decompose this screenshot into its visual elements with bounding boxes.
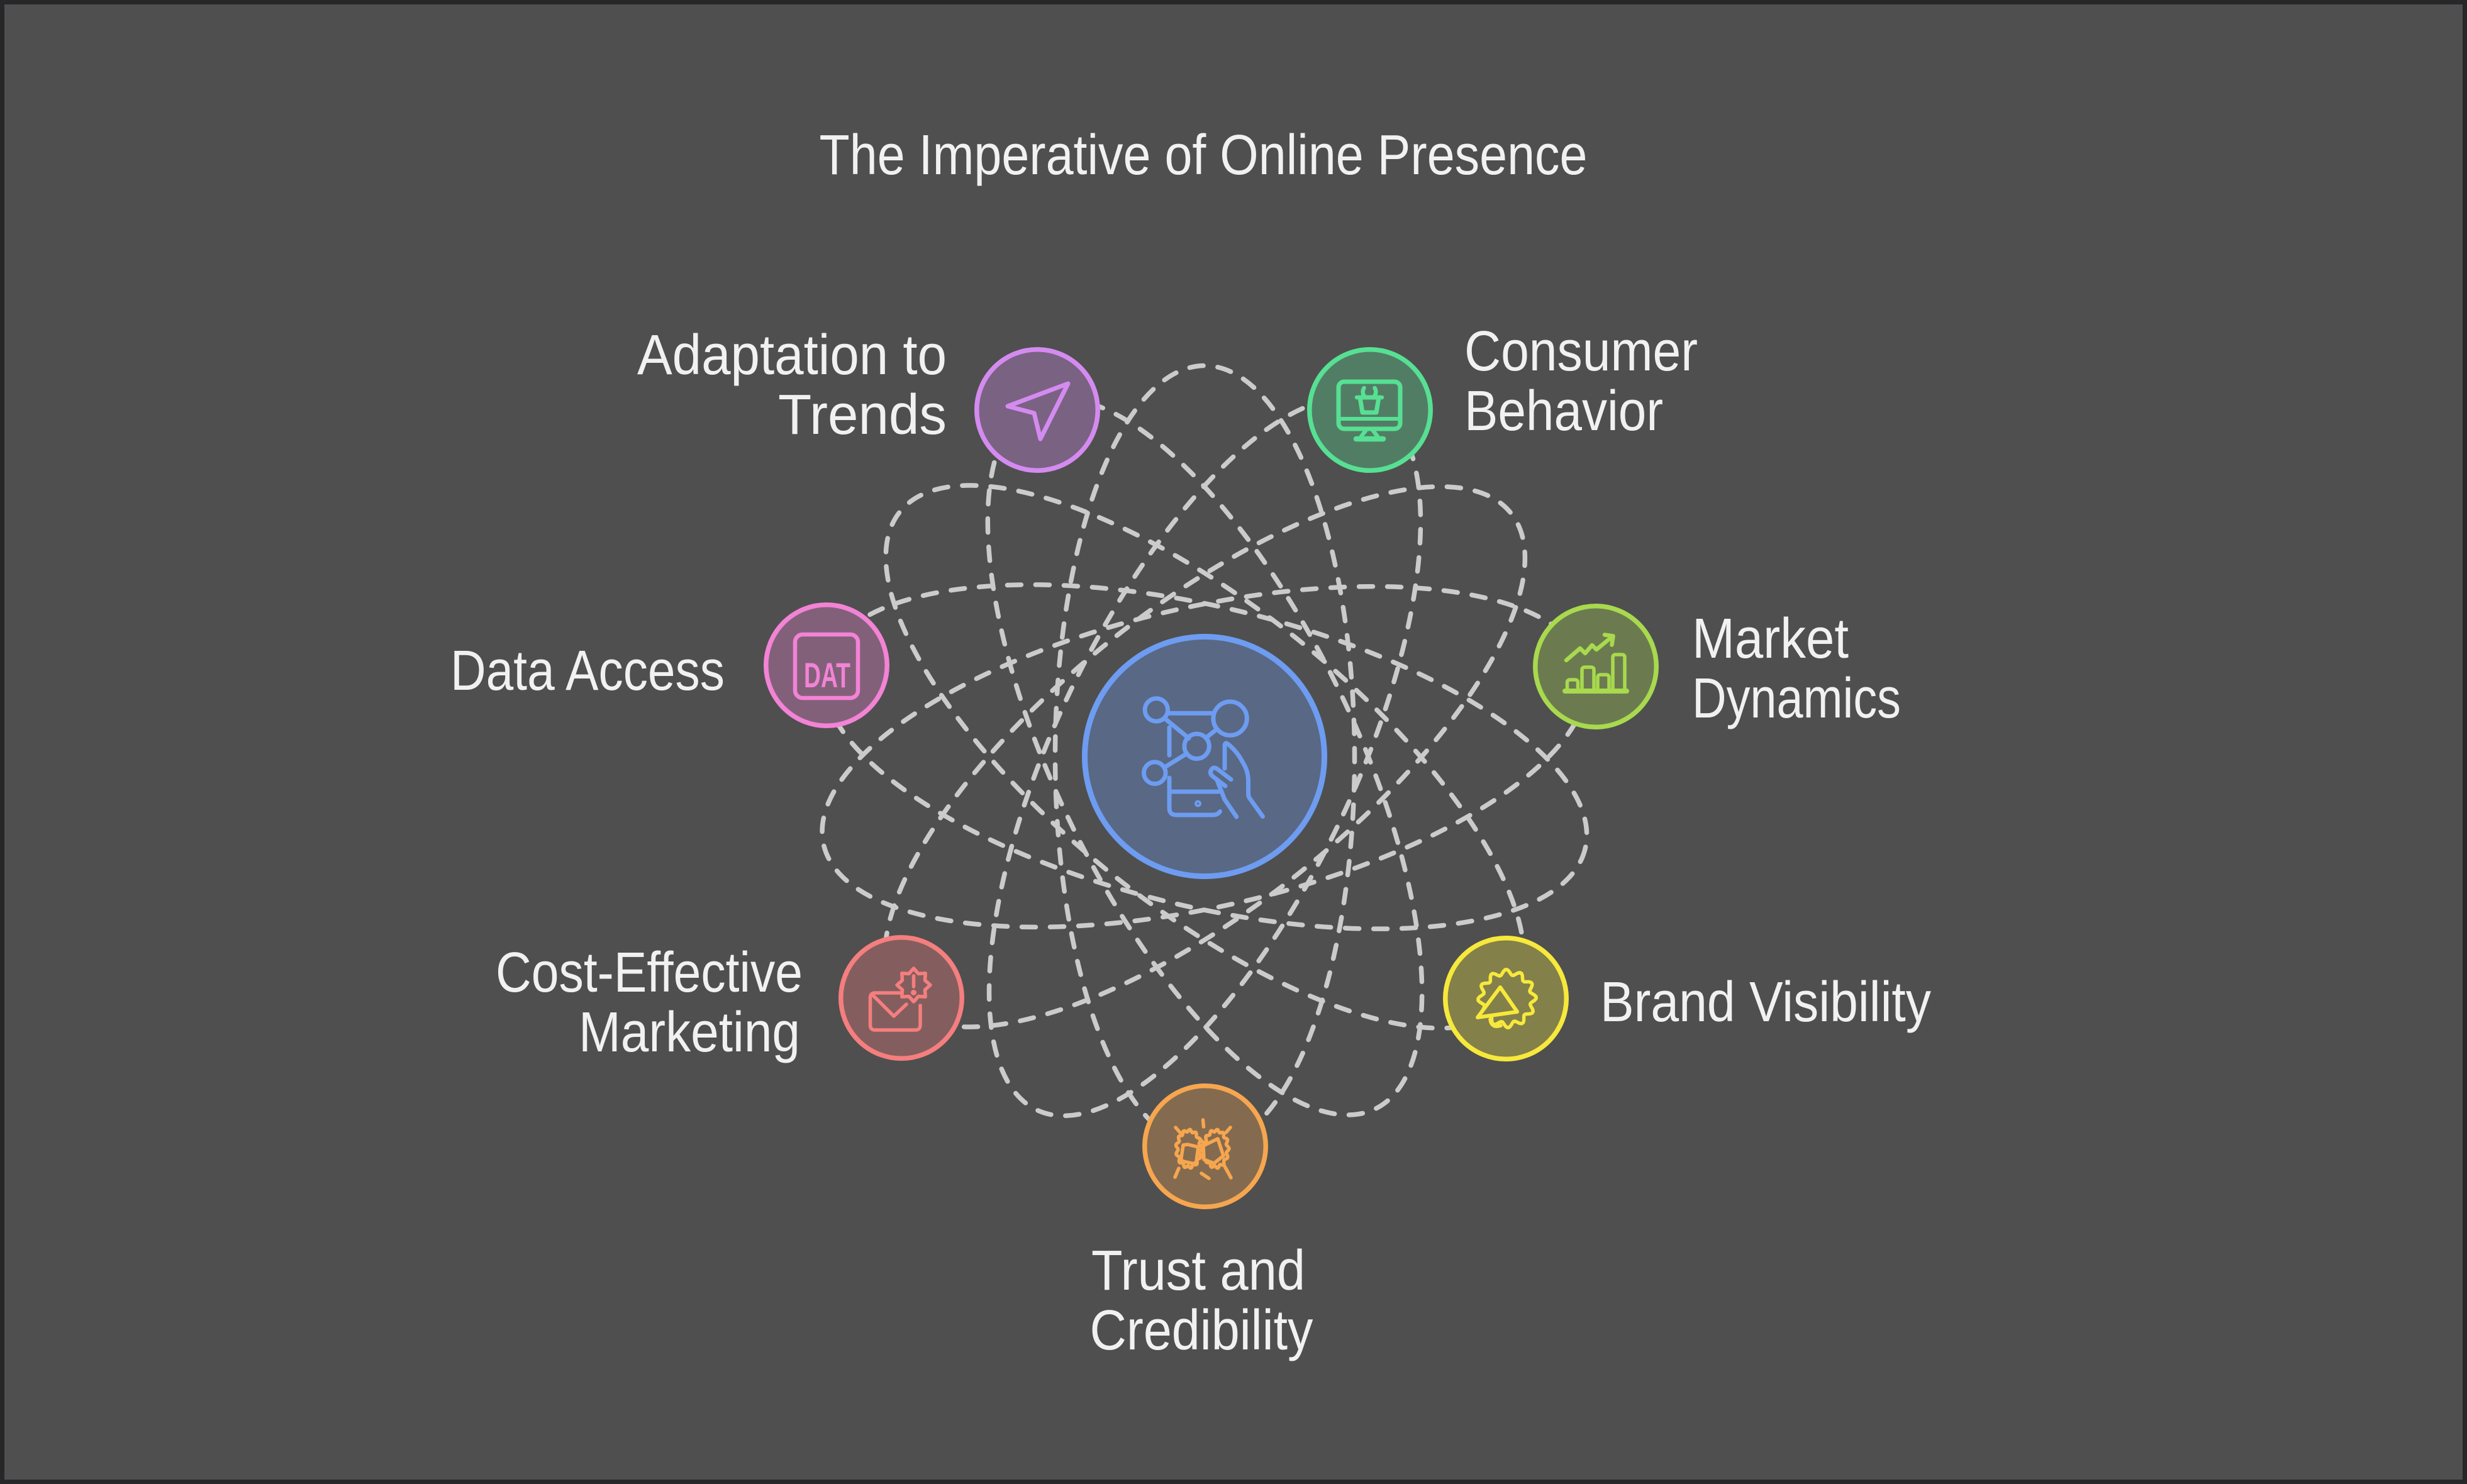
svg-text:Consumer: Consumer [1464,320,1698,383]
svg-text:Cost-Effective: Cost-Effective [496,941,803,1004]
svg-text:Market: Market [1692,607,1849,670]
svg-text:Adaptation to: Adaptation to [637,324,947,387]
svg-text:Trends: Trends [778,384,947,446]
svg-text:Dynamics: Dynamics [1692,667,1901,730]
svg-text:Marketing: Marketing [579,1001,800,1064]
svg-text:Data Access: Data Access [450,640,725,702]
svg-text:Brand Visibility: Brand Visibility [1600,971,1931,1034]
svg-text:The Imperative of Online Prese: The Imperative of Online Presence [820,124,1588,187]
svg-text:Trust and: Trust and [1091,1239,1305,1302]
svg-text:DAT: DAT [804,655,850,695]
svg-text:Credibility: Credibility [1090,1299,1313,1362]
svg-text:Behavior: Behavior [1464,380,1663,443]
